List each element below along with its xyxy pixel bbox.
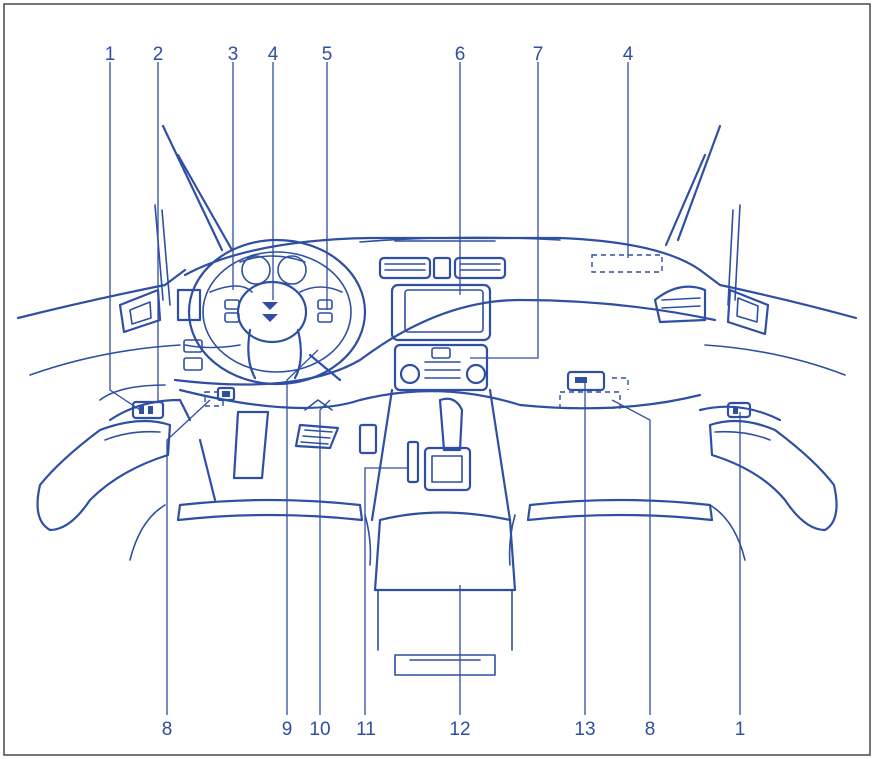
passenger-airbag-outline [591, 254, 663, 273]
callout-label: 1 [105, 44, 116, 65]
center-display [390, 283, 492, 342]
center-console [370, 283, 517, 676]
leader-lines [109, 62, 741, 715]
shifter-gate [423, 446, 472, 492]
callout-label: 10 [309, 719, 330, 740]
glovebox-latch [566, 370, 606, 392]
callout-label: 12 [449, 719, 470, 740]
callout-label: 13 [574, 719, 595, 740]
windshield-pillars [154, 124, 741, 306]
passenger-seat [526, 498, 714, 522]
callout-label: 6 [455, 44, 466, 65]
right-power-window-switch [726, 401, 752, 419]
callout-label: 3 [228, 44, 239, 65]
footrest [232, 410, 270, 480]
callout-label: 7 [533, 44, 544, 65]
accelerator-pedal [358, 423, 378, 455]
callout-label: 8 [162, 719, 173, 740]
right-side-vent [653, 285, 707, 324]
callout-label: 5 [322, 44, 333, 65]
driver-seat [176, 498, 364, 522]
brake-pedal [294, 423, 340, 450]
callout-label: 2 [153, 44, 164, 65]
callout-label: 9 [282, 719, 293, 740]
callout-label: 1 [735, 719, 746, 740]
callout-label: 4 [623, 44, 634, 65]
seats [129, 498, 746, 566]
right-door [698, 268, 858, 532]
left-power-window-switch [131, 400, 165, 420]
callout-label: 4 [268, 44, 279, 65]
center-vent-right [453, 256, 507, 280]
left-lower-switches [183, 339, 236, 407]
gear-shift-knob [438, 397, 464, 452]
callout-label: 8 [645, 719, 656, 740]
figure-frame [3, 3, 871, 756]
footwell [198, 399, 378, 502]
left-door [16, 268, 192, 532]
steering-wheel [187, 238, 367, 386]
center-vent-left [378, 256, 432, 280]
parking-brake [406, 440, 420, 484]
callout-label: 11 [356, 719, 376, 740]
center-armrest [373, 511, 517, 592]
callout-labels: 1 2 3 4 5 6 7 4 8 9 10 11 12 13 8 1 [105, 44, 746, 740]
